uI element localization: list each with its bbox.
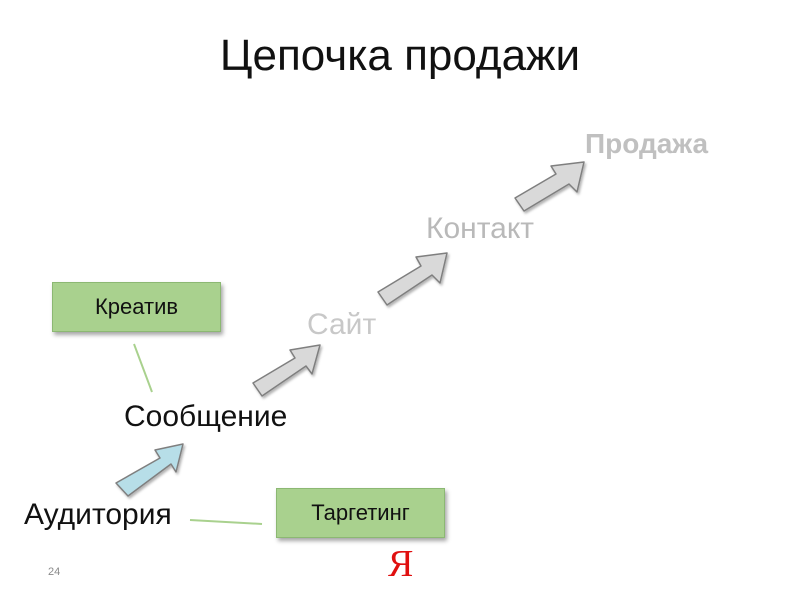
slide-title: Цепочка продажи [219, 31, 581, 80]
node-site: Сайт [307, 308, 377, 341]
node-audience: Аудитория [24, 498, 172, 531]
arrow-message-to-site-icon [252, 344, 321, 397]
node-sale: Продажа [585, 128, 709, 159]
page-number: 24 [48, 566, 61, 578]
arrow-audience-to-message-icon [115, 443, 184, 497]
yandex-logo-icon: Я [388, 543, 414, 585]
node-contact: Контакт [426, 212, 535, 245]
arrow-site-to-contact-icon [377, 252, 448, 306]
node-message: Сообщение [124, 400, 288, 433]
arrow-contact-to-sale-icon [514, 161, 585, 212]
box-creative: Креатив [52, 282, 221, 332]
connector-creative-message [133, 343, 153, 393]
connector-audience-targeting [189, 519, 263, 525]
box-targeting: Таргетинг [276, 488, 445, 538]
